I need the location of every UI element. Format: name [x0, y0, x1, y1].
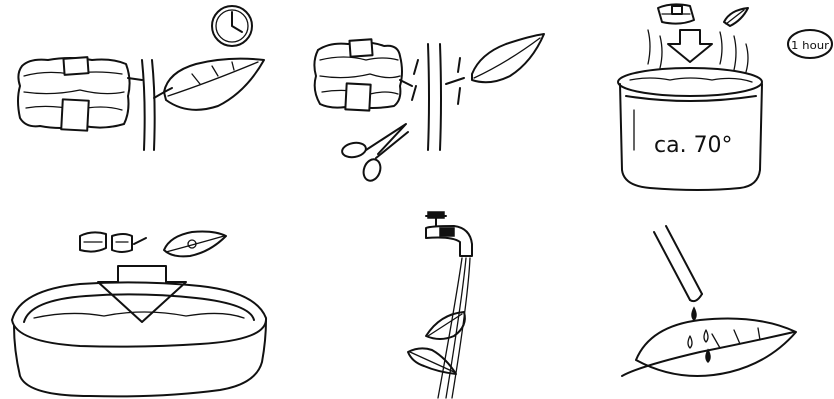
heating-pot: ca. 70° [618, 68, 762, 190]
step-5-panel [408, 212, 472, 398]
clock-icon [212, 6, 252, 46]
step-6-panel [622, 226, 796, 376]
step-4-panel [12, 232, 266, 397]
temperature-label: ca. 70° [654, 133, 733, 158]
leaf-packet-small [658, 4, 694, 23]
leaf-icon [622, 319, 796, 377]
leaf-icon [724, 8, 748, 26]
leaf-packet [18, 57, 142, 130]
duration-bubble: 1 hour [788, 30, 832, 58]
pipette-icon [654, 226, 702, 301]
down-arrow-icon [668, 30, 712, 62]
leaf-icon [164, 59, 264, 110]
step-2-panel [314, 34, 544, 183]
leaf-icon [472, 34, 544, 82]
leaf-icon [408, 348, 456, 374]
leaf-icon [164, 232, 226, 257]
faucet-icon [426, 212, 472, 256]
leaf-packet [314, 39, 412, 110]
duration-label: 1 hour [791, 39, 829, 52]
scissors-icon [341, 124, 408, 183]
leaf-icon [426, 312, 465, 339]
leaf-packet-small [80, 232, 146, 252]
step-3-panel: ca. 70° 1 hour [618, 4, 832, 190]
cut-stem [412, 44, 464, 150]
plant-stem [142, 60, 172, 150]
step-1-panel [18, 6, 264, 150]
water-stream [438, 258, 470, 398]
